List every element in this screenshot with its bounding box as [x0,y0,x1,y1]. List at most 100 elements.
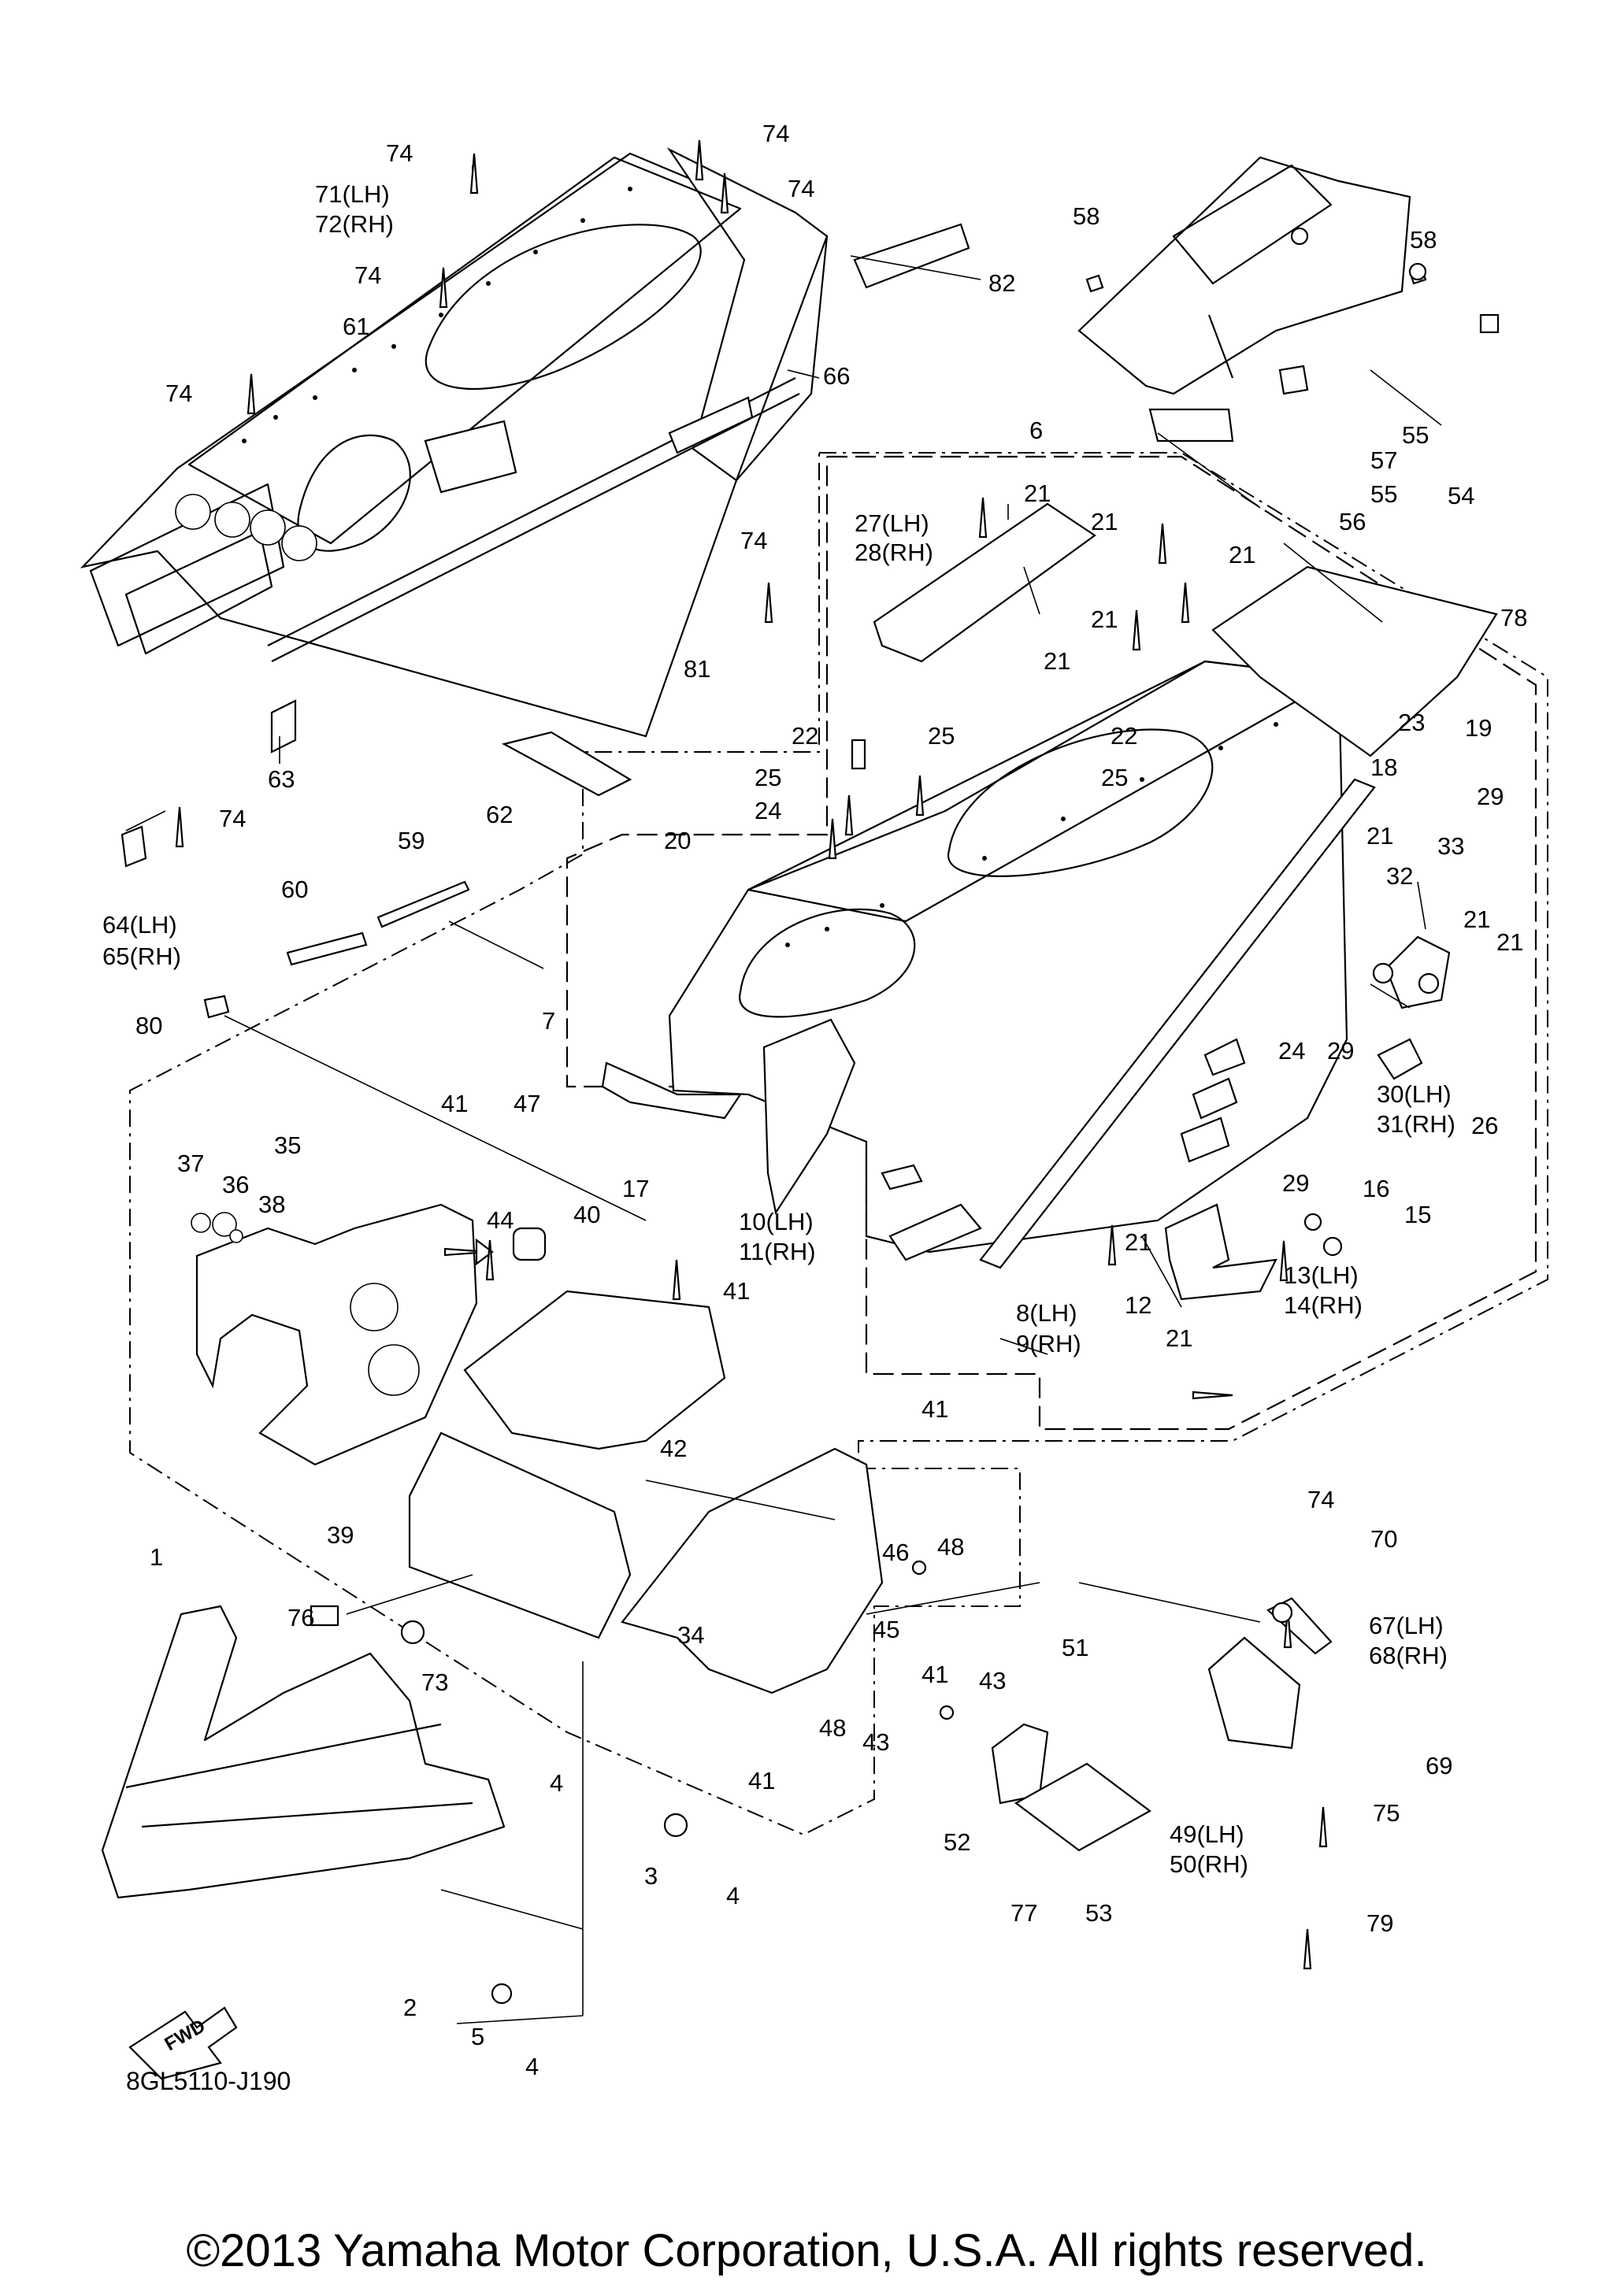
callout-24a: 24 [755,797,781,824]
callout-25c: 25 [1101,764,1128,791]
callout-28: 28(RH) [855,539,933,566]
callout-57: 57 [1370,446,1397,474]
callout-21g: 21 [1463,905,1490,933]
leader-lines [125,165,1442,2024]
callout-14: 14(RH) [1284,1291,1363,1319]
callout-41c: 41 [921,1395,948,1423]
callout-21j: 21 [1166,1324,1192,1352]
rear-flap [1077,156,1427,443]
diagram-code: 8GL5110-J190 [126,2067,291,2095]
callout-69: 69 [1426,1752,1452,1779]
callout-74b: 74 [762,120,789,147]
callout-42: 42 [660,1435,687,1462]
callout-54: 54 [1448,482,1474,509]
tunnel-top-cover [80,147,970,754]
fasteners [175,139,1500,2005]
callout-74h: 74 [1307,1486,1334,1513]
callout-21h: 21 [1496,928,1523,956]
callout-31: 31(RH) [1377,1110,1455,1138]
copyright-notice: ©2013 Yamaha Motor Corporation, U.S.A. A… [186,2225,1427,2276]
callout-5: 5 [471,2023,484,2050]
bracket-26 [1377,1038,1423,1080]
callout-21b: 21 [1091,508,1118,535]
callout-47: 47 [514,1090,540,1117]
callout-29c: 29 [1282,1169,1309,1197]
callout-4a: 4 [550,1769,563,1797]
callout-81: 81 [684,655,710,683]
callout-7: 7 [542,1007,555,1035]
callout-74a: 74 [386,139,413,167]
callout-44: 44 [487,1206,514,1234]
callout-46: 46 [882,1539,909,1566]
callout-72: 72(RH) [315,210,394,238]
callout-65: 65(RH) [102,942,181,970]
callout-45: 45 [873,1616,899,1643]
callout-79: 79 [1366,1909,1393,1937]
callout-12: 12 [1125,1291,1151,1319]
callout-59: 59 [398,827,425,854]
callout-52: 52 [944,1828,970,1856]
callout-55a: 55 [1402,421,1429,449]
callout-41d: 41 [921,1661,948,1688]
side-plate-13-14 [1164,1203,1277,1301]
callout-74d: 74 [354,261,381,289]
callout-43b: 43 [862,1728,889,1756]
callout-32: 32 [1386,862,1413,890]
callout-33: 33 [1437,832,1464,860]
footrest-49-50 [1207,1636,1301,1750]
callout-63: 63 [268,765,295,793]
callout-27: 27(LH) [855,509,929,537]
callout-17: 17 [622,1175,649,1202]
callout-50: 50(RH) [1170,1850,1248,1878]
callout-78: 78 [1500,604,1527,631]
callout-41b: 41 [723,1277,750,1305]
callout-21i: 21 [1125,1228,1151,1256]
callout-71: 71(LH) [315,180,390,208]
heat-exchanger-39 [408,1431,632,1639]
chaincase-housing [191,1203,478,1466]
plate-30-31 [1385,935,1451,1009]
callout-18: 18 [1370,754,1397,781]
assembly-boundary [129,452,1548,1836]
callout-3: 3 [644,1862,658,1890]
callout-4b: 4 [726,1882,740,1909]
callout-21a: 21 [1024,480,1051,507]
callout-74f: 74 [740,527,767,554]
callout-21e: 21 [1044,647,1070,675]
callout-64: 64(LH) [102,911,177,939]
callout-41e: 41 [748,1767,775,1794]
callout-48b: 48 [819,1714,846,1742]
callout-15: 15 [1404,1201,1431,1228]
callout-8: 8(LH) [1016,1299,1077,1327]
callout-23: 23 [1398,709,1425,736]
bracket-17 [601,1061,743,1120]
bracket-62 [501,731,632,797]
guard-77 [1014,1762,1152,1852]
callout-66: 66 [823,362,850,390]
callout-39: 39 [327,1521,354,1549]
callout-10: 10(LH) [739,1208,814,1235]
rail-bracket-27-28 [873,502,1096,663]
callout-77: 77 [1010,1899,1037,1927]
callout-70: 70 [1370,1525,1397,1553]
callout-25b: 25 [755,764,781,791]
callout-60: 60 [281,876,308,903]
callout-38: 38 [258,1191,285,1218]
slide-rail-8-9 [979,778,1376,1269]
callout-30: 30(LH) [1377,1080,1452,1108]
callout-22b: 22 [1111,722,1137,750]
callout-74c: 74 [788,175,814,202]
callout-62: 62 [486,801,513,828]
front-frame-1 [101,1605,506,1899]
callout-58a: 58 [1073,202,1099,230]
bracket-52 [991,1723,1049,1805]
front-housing-34 [621,1447,884,1694]
callout-53: 53 [1085,1899,1112,1927]
callout-74g: 74 [219,805,246,832]
callout-29b: 29 [1327,1037,1354,1065]
callout-56: 56 [1339,508,1366,535]
callout-73: 73 [421,1668,448,1696]
side-plate-10-11 [762,1018,856,1215]
callout-13: 13(LH) [1284,1261,1359,1289]
